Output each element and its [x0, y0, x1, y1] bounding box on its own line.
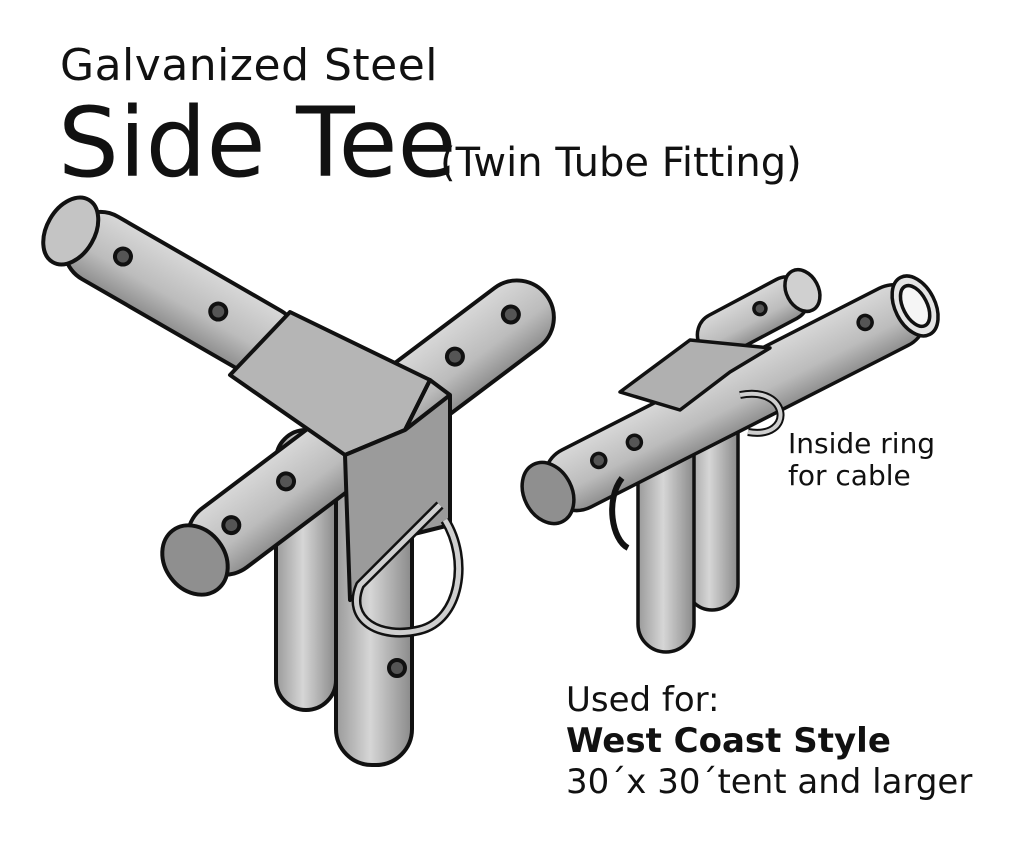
usage-label: Used for: [566, 680, 720, 720]
callout-line-2: for cable [788, 459, 911, 493]
usage-block: Used for: West Coast Style 30´x 30´tent … [566, 680, 972, 802]
small-fitting [520, 267, 940, 654]
arm-tube [41, 195, 302, 380]
material-heading: Galvanized Steel [60, 40, 439, 91]
small-cable-ring-rear [609, 476, 630, 551]
small-saddle [618, 338, 772, 412]
product-subtitle: (Twin Tube Fitting) [440, 140, 802, 186]
large-fitting [41, 195, 556, 767]
cable-ring-callout: Inside ring for cable [788, 427, 936, 493]
leg-hole [387, 658, 407, 678]
callout-line-1: Inside ring [788, 427, 936, 460]
usage-style: West Coast Style [566, 720, 891, 761]
product-title: Side Tee [58, 87, 457, 199]
usage-size: 30´x 30´tent and larger [566, 761, 973, 802]
